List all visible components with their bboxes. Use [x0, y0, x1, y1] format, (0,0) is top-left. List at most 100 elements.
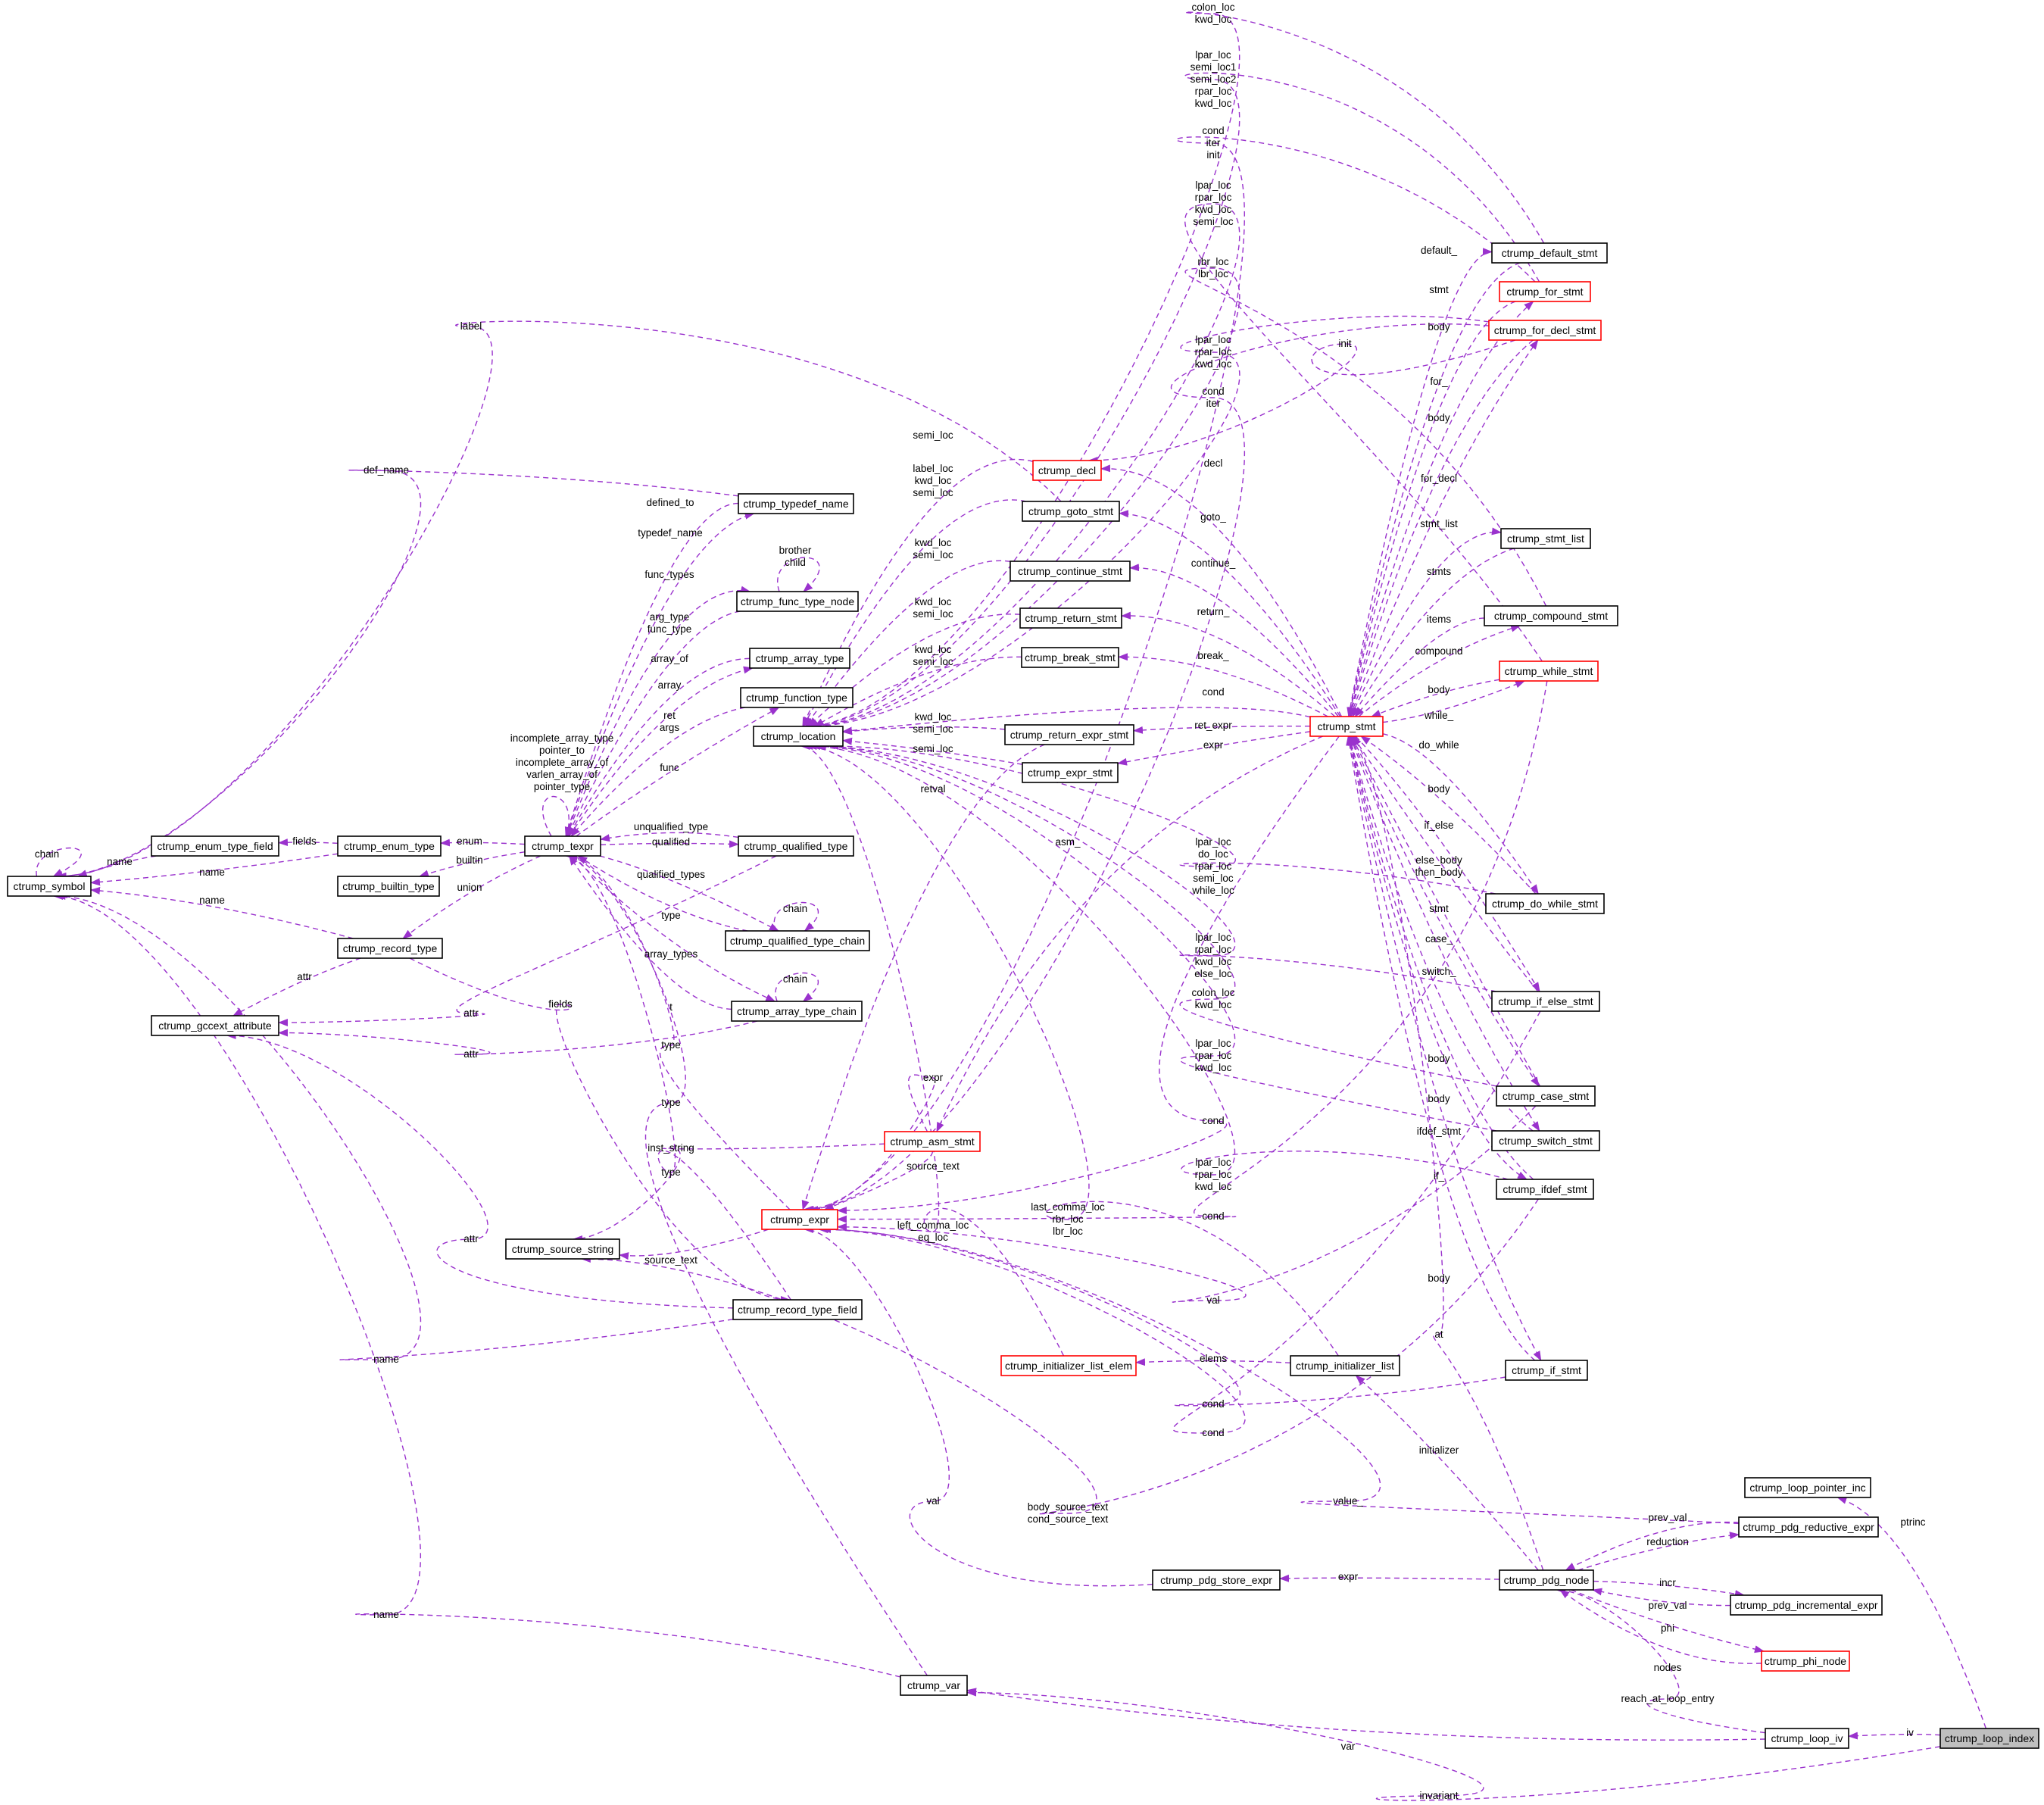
node-ctrump-decl-box	[1032, 460, 1102, 481]
node-ctrump-enum-type[interactable]: ctrump_enum_type	[337, 835, 442, 857]
node-ctrump-var[interactable]: ctrump_var	[900, 1675, 968, 1696]
node-ctrump-expr-stmt[interactable]: ctrump_expr_stmt	[1022, 762, 1119, 783]
node-ctrump-pdg-node[interactable]: ctrump_pdg_node	[1499, 1569, 1594, 1591]
node-ctrump-typedef-name-box	[738, 493, 854, 514]
e-enum-enumfield-line	[278, 838, 339, 847]
node-ctrump-enum-type-field[interactable]: ctrump_enum_type_field	[151, 835, 279, 857]
node-ctrump-asm-stmt-label: ctrump_asm_stmt	[890, 1135, 974, 1148]
node-ctrump-case-stmt[interactable]: ctrump_case_stmt	[1496, 1085, 1596, 1107]
node-ctrump-initializer-list[interactable]: ctrump_initializer_list	[1290, 1355, 1400, 1376]
node-ctrump-break-stmt[interactable]: ctrump_break_stmt	[1021, 647, 1119, 668]
node-ctrump-builtin-type[interactable]: ctrump_builtin_type	[337, 876, 440, 897]
node-ctrump-for-stmt[interactable]: ctrump_for_stmt	[1499, 281, 1591, 302]
node-ctrump-function-type[interactable]: ctrump_function_type	[740, 687, 853, 708]
e-record-symbol	[90, 886, 354, 939]
e-ifelse-cond	[818, 1010, 1541, 1434]
node-ctrump-if-stmt[interactable]: ctrump_if_stmt	[1505, 1360, 1588, 1381]
node-ctrump-initializer-list-elem[interactable]: ctrump_initializer_list_elem	[1000, 1355, 1137, 1376]
e-stmt-if-label: if_	[1434, 1170, 1445, 1182]
node-ctrump-loop-index-label: ctrump_loop_index	[1945, 1732, 2034, 1744]
e-compound-loc-line	[806, 267, 1547, 730]
node-ctrump-compound-stmt[interactable]: ctrump_compound_stmt	[1484, 605, 1618, 626]
node-ctrump-return-stmt[interactable]: ctrump_return_stmt	[1019, 607, 1122, 629]
e-switch-loc	[810, 742, 1497, 1132]
node-ctrump-typedef-name[interactable]: ctrump_typedef_name	[738, 493, 854, 514]
node-ctrump-pdg-incremental-expr-label: ctrump_pdg_incremental_expr	[1734, 1599, 1877, 1611]
e-stmt-compound-label: compound	[1415, 645, 1462, 657]
node-ctrump-for-decl-stmt[interactable]: ctrump_for_decl_stmt	[1488, 320, 1602, 341]
node-ctrump-loop-pointer-inc[interactable]: ctrump_loop_pointer_inc	[1744, 1477, 1871, 1498]
node-ctrump-array-type-chain-label: ctrump_array_type_chain	[737, 1005, 857, 1017]
node-ctrump-goto-stmt[interactable]: ctrump_goto_stmt	[1022, 501, 1120, 522]
e-stmt-case-label: case_	[1425, 933, 1453, 945]
node-ctrump-asm-stmt[interactable]: ctrump_asm_stmt	[884, 1131, 981, 1152]
node-ctrump-if-else-stmt[interactable]: ctrump_if_else_stmt	[1491, 991, 1600, 1012]
e-texpr-typedef-line	[565, 511, 755, 837]
e-field-texpr-label: type	[661, 1166, 681, 1178]
node-ctrump-continue-stmt[interactable]: ctrump_continue_stmt	[1010, 561, 1131, 582]
node-ctrump-ifdef-stmt[interactable]: ctrump_ifdef_stmt	[1496, 1179, 1594, 1200]
node-ctrump-array-type-chain[interactable]: ctrump_array_type_chain	[731, 1001, 863, 1022]
e-initlist-loc-label: rbr_loc	[1052, 1213, 1084, 1225]
e-texpr-qtchain-label: qualified_types	[637, 869, 705, 880]
e-pdgnode-store	[1279, 1574, 1500, 1582]
node-ctrump-stmt-list[interactable]: ctrump_stmt_list	[1500, 528, 1591, 549]
node-ctrump-record-type-field-label: ctrump_record_type_field	[738, 1304, 857, 1316]
node-ctrump-func-type-node[interactable]: ctrump_func_type_node	[736, 591, 859, 612]
e-fordecl-body-label: body	[1428, 412, 1450, 423]
e-index-ptrinc	[1836, 1497, 1987, 1729]
e-stmt-break-label: break_	[1197, 650, 1229, 661]
node-ctrump-loop-iv[interactable]: ctrump_loop_iv	[1765, 1728, 1849, 1749]
e-pdgnode-store-line	[1279, 1574, 1500, 1582]
e-ifelse-loc-line	[816, 742, 1497, 992]
node-ctrump-symbol[interactable]: ctrump_symbol	[7, 876, 92, 897]
node-ctrump-array-type[interactable]: ctrump_array_type	[749, 648, 850, 669]
e-if-cond	[821, 1226, 1506, 1407]
e-initlist-loc-label: lbr_loc	[1053, 1226, 1083, 1237]
e-stmt-cond-line	[842, 707, 1311, 735]
node-ctrump-return-expr-stmt-box	[1004, 724, 1134, 745]
node-ctrump-source-string[interactable]: ctrump_source_string	[505, 1238, 620, 1260]
node-ctrump-initializer-list-label: ctrump_initializer_list	[1296, 1360, 1394, 1372]
node-ctrump-array-type-label: ctrump_array_type	[756, 652, 844, 664]
e-goto-loc-label: label_loc	[913, 463, 953, 474]
node-ctrump-location[interactable]: ctrump_location	[753, 726, 844, 747]
node-ctrump-pdg-reductive-expr[interactable]: ctrump_pdg_reductive_expr	[1738, 1516, 1879, 1538]
node-ctrump-texpr[interactable]: ctrump_texpr	[524, 835, 601, 857]
node-ctrump-gccext-attribute[interactable]: ctrump_gccext_attribute	[151, 1015, 279, 1036]
node-ctrump-qualified-type-chain[interactable]: ctrump_qualified_type_chain	[725, 930, 870, 951]
node-ctrump-loop-index[interactable]: ctrump_loop_index	[1939, 1728, 2039, 1749]
e-compound-loc-label: rbr_loc	[1197, 256, 1229, 267]
e-initlist-loc-label: last_comma_loc	[1031, 1201, 1105, 1213]
node-ctrump-switch-stmt[interactable]: ctrump_switch_stmt	[1491, 1130, 1600, 1151]
e-field-texpr-line	[565, 852, 791, 1301]
node-ctrump-do-while-stmt[interactable]: ctrump_do_while_stmt	[1485, 893, 1605, 914]
e-ifelse-loc-label: rpar_loc	[1195, 944, 1232, 955]
e-enumfield-symbol	[76, 855, 157, 877]
e-stmt-ifelse-label: if_else	[1424, 820, 1453, 831]
e-fordecl-loc-label: lpar_loc	[1195, 334, 1231, 345]
node-ctrump-if-else-stmt-label: ctrump_if_else_stmt	[1498, 995, 1593, 1007]
node-ctrump-qualified-type[interactable]: ctrump_qualified_type	[738, 835, 854, 857]
node-ctrump-record-type-field[interactable]: ctrump_record_type_field	[732, 1299, 863, 1320]
node-ctrump-pdg-incremental-expr[interactable]: ctrump_pdg_incremental_expr	[1730, 1594, 1883, 1616]
e-dowhile-loc-label: while_loc	[1191, 885, 1234, 896]
e-at-attr	[278, 1020, 758, 1055]
node-ctrump-default-stmt[interactable]: ctrump_default_stmt	[1491, 242, 1608, 264]
node-ctrump-while-stmt[interactable]: ctrump_while_stmt	[1499, 660, 1599, 682]
node-ctrump-if-stmt-box	[1505, 1360, 1588, 1381]
node-ctrump-phi-node[interactable]: ctrump_phi_node	[1761, 1650, 1850, 1672]
e-stmt-decl-line	[1100, 464, 1343, 717]
e-ifdef-loc-line	[807, 742, 1509, 1180]
node-ctrump-record-type[interactable]: ctrump_record_type	[337, 938, 443, 959]
node-ctrump-return-expr-stmt[interactable]: ctrump_return_expr_stmt	[1004, 724, 1134, 745]
e-texpr-arraytype-label: array	[658, 679, 682, 691]
node-ctrump-decl[interactable]: ctrump_decl	[1032, 460, 1102, 481]
node-ctrump-expr[interactable]: ctrump_expr	[761, 1209, 838, 1230]
e-retexpr-loc	[842, 726, 1006, 735]
e-index-iv	[1848, 1732, 1941, 1740]
e-iv-var-line	[966, 1688, 1766, 1741]
e-case-stmt-line	[1350, 735, 1541, 1087]
node-ctrump-pdg-store-expr[interactable]: ctrump_pdg_store_expr	[1152, 1569, 1281, 1591]
node-ctrump-stmt[interactable]: ctrump_stmt	[1309, 716, 1384, 737]
